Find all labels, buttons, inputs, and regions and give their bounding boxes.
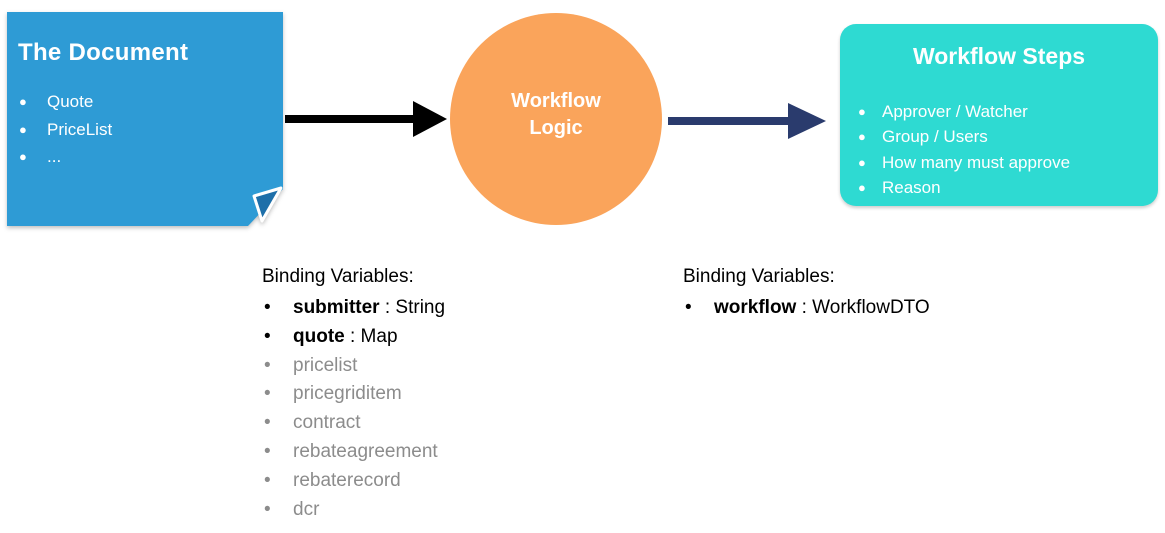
arrow-head-icon [413, 101, 447, 137]
variable-name: workflow [714, 297, 797, 318]
bullet-icon: • [264, 325, 271, 347]
binding-variables-heading: Binding Variables: [683, 266, 835, 287]
bullet-icon: ● [19, 94, 27, 109]
variable-type: : Map [344, 325, 398, 347]
variable-name: pricegriditem [293, 383, 402, 405]
binding-variables-heading: Binding Variables: [262, 266, 414, 287]
variable-name: pricelist [293, 354, 358, 376]
arrow-head-icon [788, 103, 826, 139]
document-page-shape [7, 12, 283, 226]
bullet-icon: ● [858, 129, 866, 145]
bullet-icon: • [264, 297, 271, 318]
bullet-icon: ● [858, 104, 866, 119]
list-item: • rebateagreement [262, 438, 445, 467]
bullet-icon: • [264, 498, 271, 520]
variable-text: workflow : WorkflowDTO [714, 294, 930, 323]
document-box-title: The Document [18, 39, 189, 66]
list-item: ● Approver / Watcher [840, 99, 1158, 124]
bullet-icon: • [685, 297, 692, 318]
bullet-icon: • [264, 469, 271, 491]
variable-text: contract [293, 409, 361, 438]
bullet-icon: • [264, 383, 271, 405]
list-item-label: Approver / Watcher [882, 102, 1028, 121]
list-item: ● Quote [17, 88, 112, 116]
workflow-logic-node: Workflow Logic [450, 13, 662, 225]
binding-variables-list: • submitter : String • quote : Map • pri… [262, 294, 445, 524]
workflow-steps-list: ● Approver / Watcher ● Group / Users ● H… [840, 99, 1158, 200]
document-box-list: ● Quote ● PriceList ● ... [17, 88, 112, 171]
variable-text: submitter : String [293, 294, 445, 323]
variable-text: rebateagreement [293, 438, 438, 467]
list-item: • rebaterecord [262, 467, 445, 496]
variable-type: : WorkflowDTO [796, 297, 930, 318]
document-folded-corner-icon [252, 186, 283, 223]
list-item-label: Reason [882, 177, 941, 197]
binding-variables-list: • workflow : WorkflowDTO [683, 294, 930, 323]
workflow-steps-node: Workflow Steps ● Approver / Watcher ● Gr… [840, 24, 1158, 206]
list-item-label: Group / Users [882, 127, 988, 147]
bullet-icon: • [264, 412, 271, 434]
list-item-label: How many must approve [882, 152, 1071, 172]
bullet-icon: ● [19, 149, 27, 164]
document-shape [7, 12, 283, 226]
variable-name: dcr [293, 498, 320, 520]
left-binding-variables: Binding Variables: • submitter : String … [262, 262, 445, 524]
right-binding-variables: Binding Variables: • workflow : Workflow… [683, 262, 930, 323]
list-item-label: PriceList [47, 119, 113, 139]
bullet-icon: ● [858, 179, 866, 195]
list-item-label: Quote [47, 92, 94, 111]
variable-name: quote [293, 325, 345, 347]
bullet-icon: • [264, 354, 271, 376]
list-item: ● How many must approve [840, 150, 1158, 175]
list-item: • workflow : WorkflowDTO [683, 294, 930, 323]
arrow-logic-to-steps [668, 103, 826, 139]
variable-name: contract [293, 412, 361, 434]
bullet-icon: • [264, 440, 271, 462]
workflow-steps-title: Workflow Steps [912, 43, 1086, 69]
variable-text: rebaterecord [293, 467, 401, 496]
list-item: ● Group / Users [840, 124, 1158, 149]
variable-text: dcr [293, 496, 319, 525]
arrow-shaft [668, 117, 792, 125]
list-item: ● ... [17, 143, 112, 171]
variable-type: : String [379, 297, 446, 318]
list-item: • submitter : String [262, 294, 445, 323]
list-item: ● PriceList [17, 116, 112, 144]
variable-text: quote : Map [293, 323, 398, 352]
variable-name: rebaterecord [293, 469, 401, 491]
variable-name: rebateagreement [293, 440, 438, 462]
list-item: • contract [262, 409, 445, 438]
arrow-shaft [285, 115, 417, 123]
list-item: • pricelist [262, 352, 445, 381]
bullet-icon: ● [858, 154, 866, 170]
list-item: • dcr [262, 496, 445, 525]
document-box: The Document ● Quote ● PriceList ● ... [7, 12, 283, 226]
variable-name: submitter [293, 297, 380, 318]
list-item-label: ... [47, 147, 62, 166]
workflow-logic-title: Workflow Logic [511, 90, 601, 139]
variable-text: pricelist [293, 352, 357, 381]
list-item: ● Reason [840, 175, 1158, 200]
bullet-icon: ● [19, 121, 27, 137]
list-item: • quote : Map [262, 323, 445, 352]
arrow-document-to-logic [285, 101, 447, 137]
list-item: • pricegriditem [262, 380, 445, 409]
variable-text: pricegriditem [293, 380, 402, 409]
